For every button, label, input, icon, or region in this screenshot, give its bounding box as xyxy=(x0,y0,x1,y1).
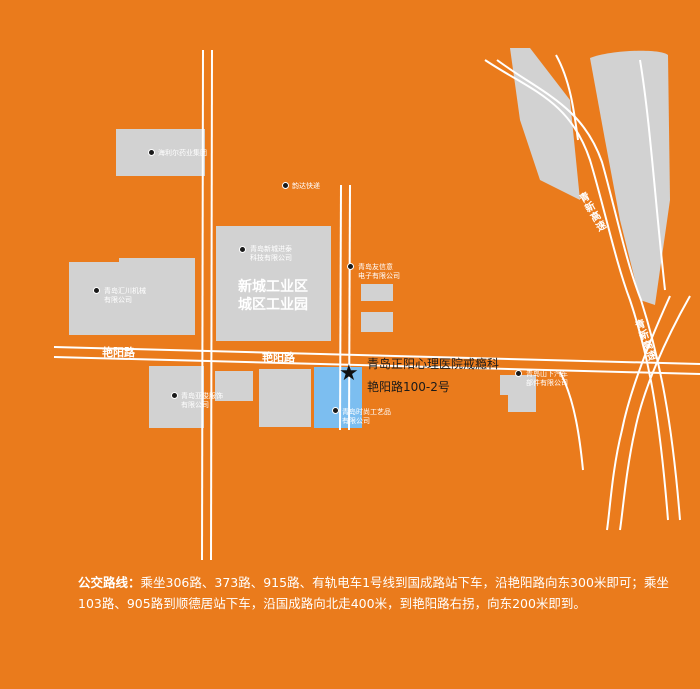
block-youxin-b xyxy=(361,312,393,332)
poi-dot-youxin xyxy=(347,263,354,270)
transit-heading: 公交路线： xyxy=(78,575,141,590)
block-middle xyxy=(259,369,311,427)
block-huichuan-b xyxy=(119,258,195,335)
road-qingxin-2 xyxy=(496,59,681,521)
road-yanyang xyxy=(53,346,700,365)
road-qingxin-4 xyxy=(619,295,691,531)
destination-name: 青岛正阳心理医院戒瘾科 xyxy=(367,357,500,371)
transit-info: 公交路线：乘坐306路、373路、915路、有轨电车1号线到国成路站下车，沿艳阳… xyxy=(78,572,678,614)
poi-label-shishang: 青岛时尚工艺品 有限公司 xyxy=(342,408,391,425)
poi-label-shanxia: 青岛山下汽车 部件有限公司 xyxy=(526,370,568,387)
block-northeast-b xyxy=(590,50,670,305)
road-curve-south xyxy=(559,371,584,471)
poi-label-haili: 海利尔药业集团 xyxy=(158,149,207,157)
zone-label-line-2: 城区工业园 xyxy=(238,297,308,313)
poi-dot-yajun xyxy=(171,392,178,399)
poi-dot-shanxia xyxy=(515,370,522,377)
poi-label-jintai: 青岛新城进泰 科技有限公司 xyxy=(250,245,292,262)
block-shanxia xyxy=(500,375,536,412)
block-haili xyxy=(116,129,205,176)
road-yanyang-edge xyxy=(53,356,700,375)
block-huichuan-a xyxy=(69,262,119,335)
road-v4 xyxy=(348,184,351,431)
poi-dot-jintai xyxy=(239,246,246,253)
poi-dot-haili xyxy=(148,149,155,156)
map-graphics xyxy=(53,48,700,560)
road-v1 xyxy=(201,49,204,560)
block-northeast-a xyxy=(510,48,580,200)
destination-block xyxy=(314,367,362,428)
road-qingxin-3 xyxy=(606,295,671,531)
star-icon: ★ xyxy=(339,361,359,386)
poi-label-yunda: 韵达快递 xyxy=(292,182,320,190)
poi-dot-yunda xyxy=(282,182,289,189)
road-label-yanyang-center: 艳阳路 xyxy=(262,351,295,364)
zone-label: 新城工业区 城区工业园 xyxy=(223,278,323,314)
poi-dot-huichuan xyxy=(93,287,100,294)
block-youxin-a xyxy=(361,284,393,301)
poi-label-huichuan: 青岛汇川机械 有限公司 xyxy=(104,287,146,304)
road-v2 xyxy=(210,49,213,560)
road-curve-ne xyxy=(555,54,579,141)
road-label-yanyang-left: 艳阳路 xyxy=(102,346,135,359)
road-qingxin-1 xyxy=(484,59,669,521)
road-curve-east xyxy=(639,59,666,291)
block-xincheng xyxy=(216,226,331,341)
zone-label-line-1: 新城工业区 xyxy=(238,279,308,295)
poi-dot-shishang xyxy=(332,407,339,414)
destination-address: 艳阳路100-2号 xyxy=(367,380,450,394)
block-yajun-b xyxy=(215,371,253,401)
poi-label-youxin: 青岛友信意 电子有限公司 xyxy=(358,263,400,280)
poi-label-yajun: 青岛亚俊服饰 有限公司 xyxy=(181,392,223,409)
road-v3 xyxy=(339,184,342,431)
transit-body: 乘坐306路、373路、915路、有轨电车1号线到国成路站下车，沿艳阳路向东30… xyxy=(78,575,669,611)
